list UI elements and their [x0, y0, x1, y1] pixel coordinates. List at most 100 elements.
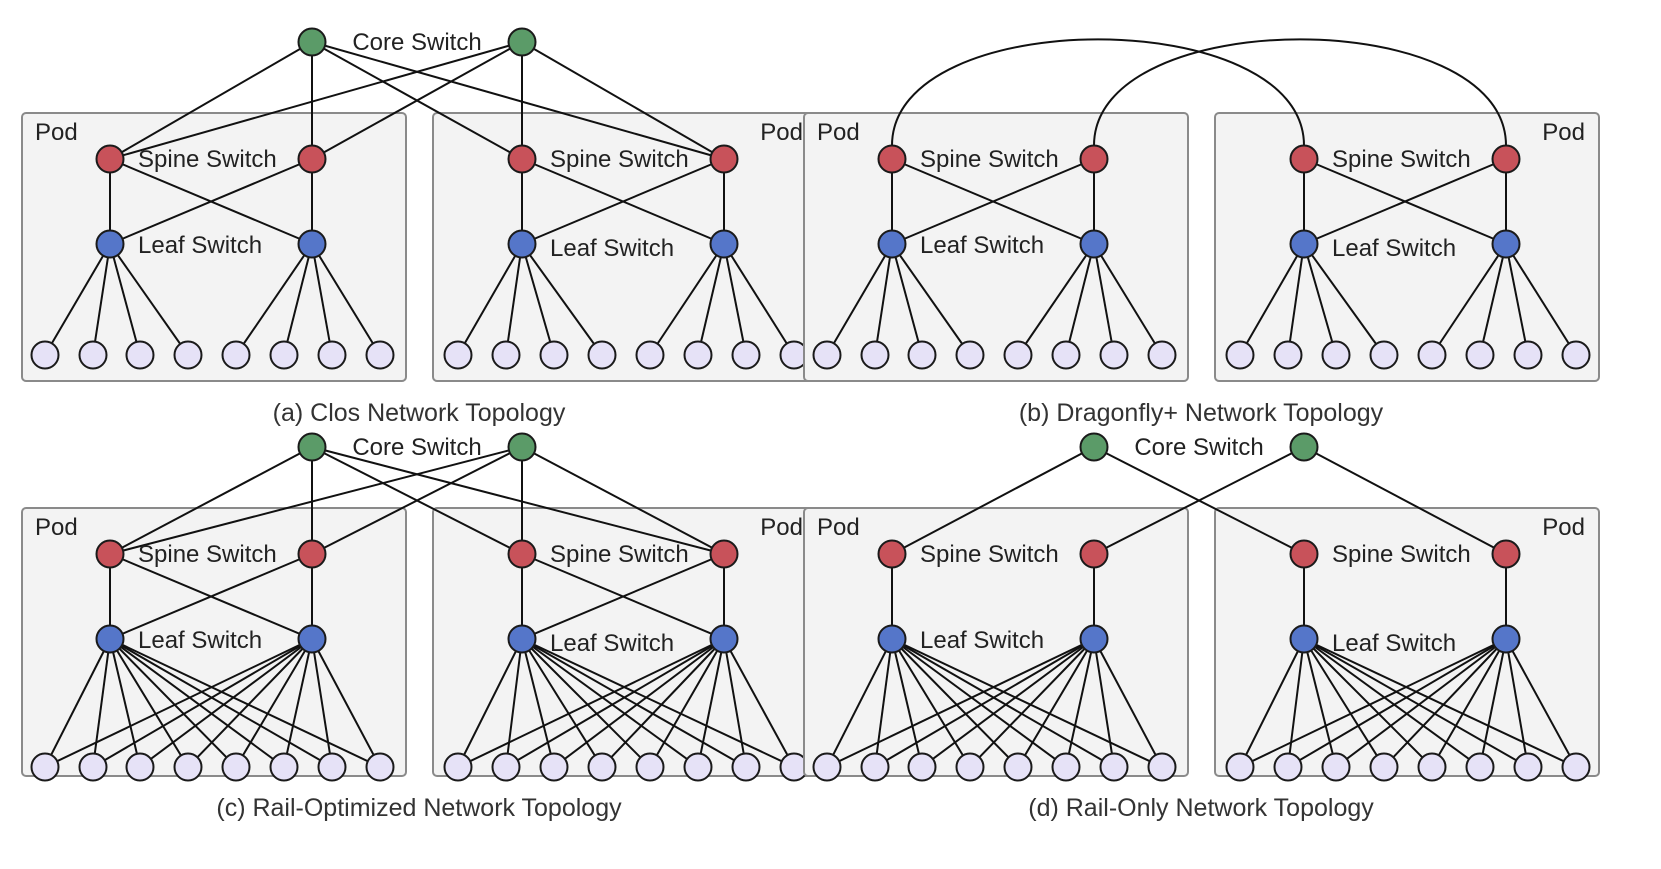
leaf-host-link: [1479, 638, 1507, 768]
leaf-host-link: [1335, 638, 1507, 768]
leaf-host-link: [521, 243, 555, 356]
host-node: [1003, 752, 1033, 782]
host-node: [907, 340, 937, 370]
host-node: [587, 340, 617, 370]
pod-label: Pod: [35, 119, 78, 146]
leaf-host-link: [921, 638, 1095, 768]
pod-box: [803, 112, 1189, 382]
core-switch-node: [1079, 432, 1109, 462]
leaf-host-link: [874, 243, 893, 356]
host-node: [860, 752, 890, 782]
leaf-switch-label: Leaf Switch: [920, 627, 1044, 654]
core-spine-link: [311, 446, 523, 555]
host-node: [1369, 752, 1399, 782]
leaf-switch-node: [1079, 624, 1109, 654]
pod-box: [21, 112, 407, 382]
leaf-switch-node: [1289, 229, 1319, 259]
leaf-host-link: [505, 243, 523, 356]
leaf-switch-node: [95, 229, 125, 259]
leaf-host-link: [311, 243, 333, 356]
spine-switch-label: Spine Switch: [138, 146, 277, 173]
leaf-host-link: [109, 638, 333, 768]
core-spine-link: [109, 446, 313, 555]
leaf-host-link: [1303, 638, 1481, 768]
leaf-host-link: [311, 638, 381, 768]
leaf-switch-label: Leaf Switch: [1332, 630, 1456, 657]
host-node: [30, 340, 60, 370]
host-node: [955, 752, 985, 782]
leaf-host-link: [891, 243, 923, 356]
leaf-host-link: [311, 243, 381, 356]
host-node: [539, 340, 569, 370]
leaf-host-link: [92, 638, 313, 768]
leaf-host-link: [1303, 638, 1385, 768]
spine-switch-node: [95, 144, 125, 174]
leaf-switch-node: [297, 624, 327, 654]
core-spine-link: [311, 41, 523, 160]
leaf-host-link: [109, 638, 285, 768]
leaf-host-link: [1303, 638, 1577, 768]
host-node: [539, 752, 569, 782]
host-node: [173, 340, 203, 370]
spine-leaf-link: [1303, 158, 1507, 245]
spine-switch-node: [709, 539, 739, 569]
leaf-host-link: [521, 638, 699, 768]
spine-leaf-link: [109, 158, 313, 245]
host-node: [731, 752, 761, 782]
leaf-host-link: [649, 243, 725, 356]
leaf-host-link: [139, 638, 313, 768]
host-node: [1225, 340, 1255, 370]
host-node: [1321, 752, 1351, 782]
leaf-host-link: [1093, 243, 1163, 356]
host-node: [269, 752, 299, 782]
host-node: [1513, 340, 1543, 370]
leaf-host-link: [874, 638, 1095, 768]
spine-switch-node: [95, 539, 125, 569]
leaf-host-link: [109, 243, 189, 356]
pod-box: [803, 507, 1189, 777]
core-switch-node: [507, 432, 537, 462]
core-spine-link: [891, 446, 1095, 555]
leaf-host-link: [553, 638, 725, 768]
leaf-host-link: [969, 638, 1095, 768]
leaf-host-link: [1303, 243, 1385, 356]
host-node: [365, 340, 395, 370]
spine-switch-label: Spine Switch: [550, 146, 689, 173]
core-spine-link: [1303, 446, 1507, 555]
leaf-host-link: [1431, 243, 1507, 356]
spine-switch-node: [1491, 144, 1521, 174]
host-node: [1561, 752, 1591, 782]
host-node: [173, 752, 203, 782]
leaf-switch-node: [1491, 624, 1521, 654]
leaf-host-link: [187, 638, 313, 768]
host-node: [812, 752, 842, 782]
leaf-host-link: [235, 243, 313, 356]
host-node: [683, 340, 713, 370]
core-spine-link: [521, 41, 725, 160]
spine-switch-label: Spine Switch: [1332, 541, 1471, 568]
core-switch-label: Core Switch: [352, 434, 481, 461]
leaf-host-link: [1065, 638, 1095, 768]
leaf-switch-label: Leaf Switch: [920, 232, 1044, 259]
leaf-host-link: [44, 638, 111, 768]
leaf-host-link: [891, 243, 971, 356]
leaf-switch-node: [709, 229, 739, 259]
host-node: [317, 752, 347, 782]
host-node: [317, 340, 347, 370]
leaf-host-link: [521, 243, 603, 356]
core-switch-node: [297, 27, 327, 57]
spine-switch-node: [1079, 539, 1109, 569]
leaf-host-link: [44, 638, 313, 768]
panel-caption: (c) Rail-Optimized Network Topology: [216, 794, 622, 822]
host-node: [1051, 752, 1081, 782]
leaf-host-link: [92, 243, 111, 356]
leaf-host-link: [649, 638, 725, 768]
host-node: [30, 752, 60, 782]
leaf-switch-label: Leaf Switch: [550, 630, 674, 657]
leaf-switch-label: Leaf Switch: [550, 235, 674, 262]
host-node: [78, 752, 108, 782]
leaf-host-link: [1431, 638, 1507, 768]
host-node: [491, 752, 521, 782]
